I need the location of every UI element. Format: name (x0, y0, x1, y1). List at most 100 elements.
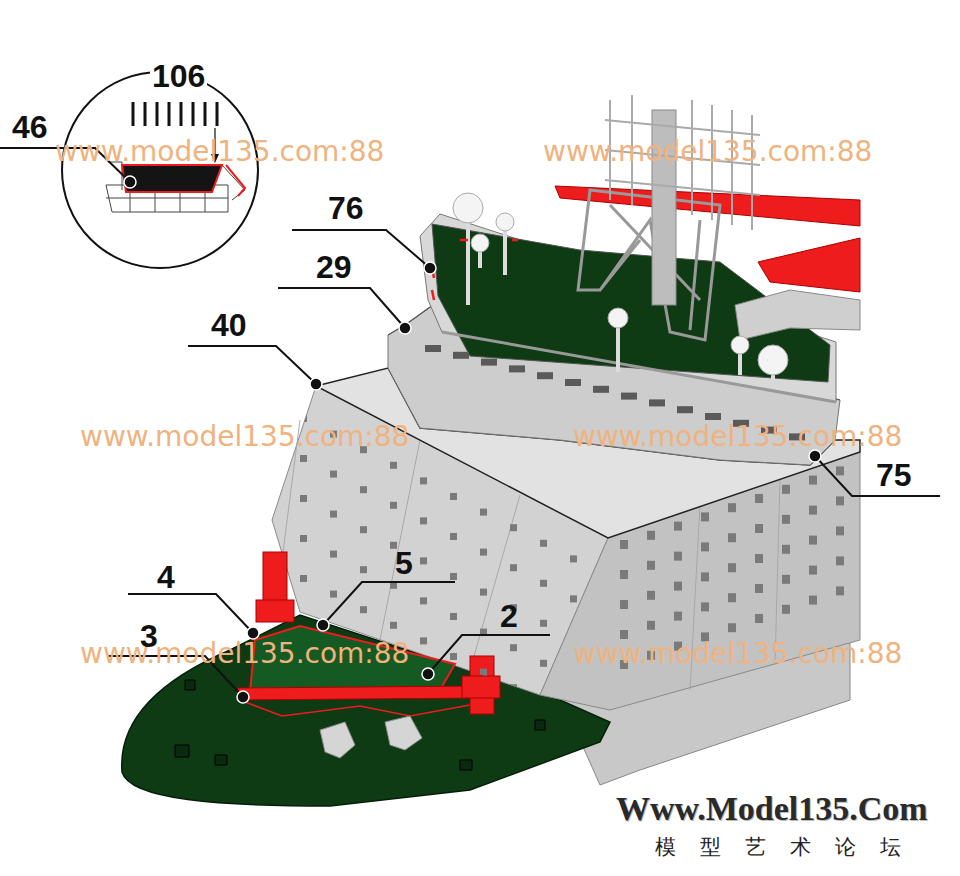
window (540, 700, 547, 707)
radar-dome (608, 308, 628, 328)
window (510, 644, 517, 651)
deck-winch (320, 716, 422, 758)
crane-arm (758, 238, 860, 292)
callout-number: 2 (500, 600, 518, 632)
window (782, 515, 790, 524)
window (620, 540, 628, 549)
window (755, 584, 763, 593)
window (450, 493, 457, 500)
window (809, 596, 817, 605)
window (701, 602, 709, 611)
window (809, 476, 817, 485)
window (728, 623, 736, 632)
window (728, 593, 736, 602)
window (480, 589, 487, 596)
callout-number: 5 (395, 547, 413, 579)
window (540, 620, 547, 627)
window (701, 542, 709, 551)
window (450, 653, 457, 660)
window (390, 502, 397, 509)
window (360, 606, 367, 613)
window (360, 566, 367, 573)
window (809, 536, 817, 545)
window (570, 675, 577, 682)
watermark: www.model135.com:88 (80, 423, 409, 451)
window (674, 612, 682, 621)
forum-name: 模型艺术论坛 (655, 837, 925, 858)
window (425, 345, 441, 352)
window (674, 522, 682, 531)
window (510, 564, 517, 571)
leader-line (278, 288, 405, 328)
window (782, 485, 790, 494)
red-marks (432, 240, 518, 300)
window (755, 614, 763, 623)
window (755, 554, 763, 563)
window (420, 637, 427, 644)
window (755, 494, 763, 503)
window (453, 352, 469, 359)
window (330, 591, 337, 598)
inset-circle (62, 72, 258, 268)
leader-dot (424, 262, 436, 274)
window (360, 526, 367, 533)
window (647, 561, 655, 570)
window (728, 503, 736, 512)
leader-dot (809, 450, 821, 462)
window (300, 495, 307, 502)
callout-number: 46 (12, 111, 48, 143)
window (701, 572, 709, 581)
window (360, 486, 367, 493)
window (836, 466, 844, 475)
window (728, 563, 736, 572)
leader-dot (247, 627, 259, 639)
strip-ticks (133, 102, 217, 126)
window (674, 582, 682, 591)
radar-dome (731, 336, 749, 354)
radar-dome (453, 193, 483, 223)
window (480, 669, 487, 676)
radar-dome (496, 213, 514, 231)
mast-tower (578, 190, 720, 340)
window (480, 549, 487, 556)
watermark: www.model135.com:88 (573, 423, 902, 451)
window (450, 573, 457, 580)
window (649, 399, 665, 406)
window (481, 359, 497, 366)
watermark: www.model135.com:88 (543, 138, 872, 166)
callout-number: 75 (876, 459, 912, 491)
leader-dot (310, 378, 322, 390)
window (300, 455, 307, 462)
window (450, 613, 457, 620)
window (330, 471, 337, 478)
leader-line (188, 346, 316, 384)
window (570, 555, 577, 562)
callout-number: 76 (328, 192, 364, 224)
window (510, 524, 517, 531)
deck-panel-outline (240, 700, 470, 716)
window (420, 517, 427, 524)
leader-line (323, 582, 455, 625)
leader-line (292, 230, 430, 268)
window (728, 533, 736, 542)
crane-base (735, 290, 860, 340)
window (510, 684, 517, 691)
window (836, 586, 844, 595)
window (570, 715, 577, 722)
inset-grid (106, 162, 245, 212)
window (809, 566, 817, 575)
window (677, 406, 693, 413)
window (300, 415, 307, 422)
inset-red-edge (226, 165, 245, 196)
window (540, 660, 547, 667)
window (390, 462, 397, 469)
leader-dot (317, 619, 329, 631)
window (620, 570, 628, 579)
deck-fitting (175, 680, 545, 770)
callout-number: 4 (157, 561, 175, 593)
window (755, 524, 763, 533)
window (450, 533, 457, 540)
window (509, 365, 525, 372)
